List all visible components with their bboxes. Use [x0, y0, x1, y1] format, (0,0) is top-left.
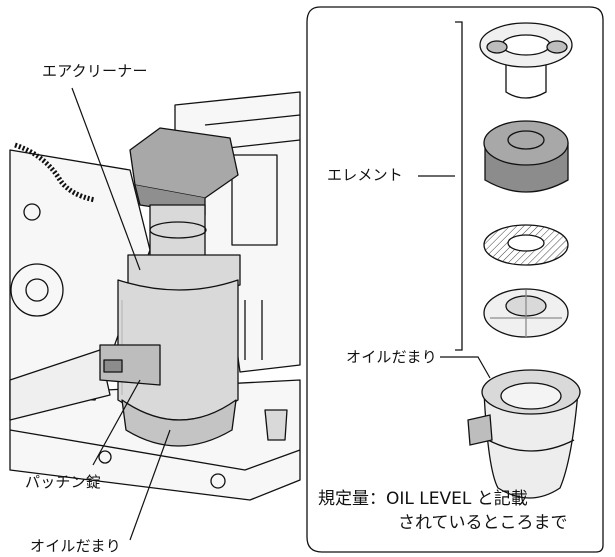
- label-oil-sump-bottom: オイルだまり: [30, 537, 121, 555]
- oil-level-note-line1: 規定量：OIL LEVEL と記載: [318, 489, 528, 509]
- label-oil-sump-right: オイルだまり: [346, 348, 437, 366]
- leader-air-cleaner: [71, 87, 141, 271]
- label-latch: パッチン錠: [25, 473, 102, 491]
- element-cap-part: [479, 22, 573, 99]
- element-mesh-part: [483, 224, 569, 266]
- label-element: エレメント: [327, 166, 404, 184]
- oil-sump-bowl-part: [467, 369, 581, 499]
- air-cleaner-assembly: [99, 127, 241, 447]
- element-bracket: [455, 21, 463, 351]
- element-base-part: [483, 288, 569, 338]
- leader-lines: [71, 87, 491, 541]
- leader-oil-sump-right: [440, 356, 491, 379]
- oil-level-note-line2: されているところまで: [398, 513, 568, 533]
- leader-latch: [92, 379, 141, 466]
- parts-panel-border: [306, 6, 604, 553]
- label-air-cleaner: エアクリーナー: [42, 62, 148, 80]
- leader-oil-sump-bottom: [129, 429, 171, 541]
- element-foam-part: [483, 120, 569, 193]
